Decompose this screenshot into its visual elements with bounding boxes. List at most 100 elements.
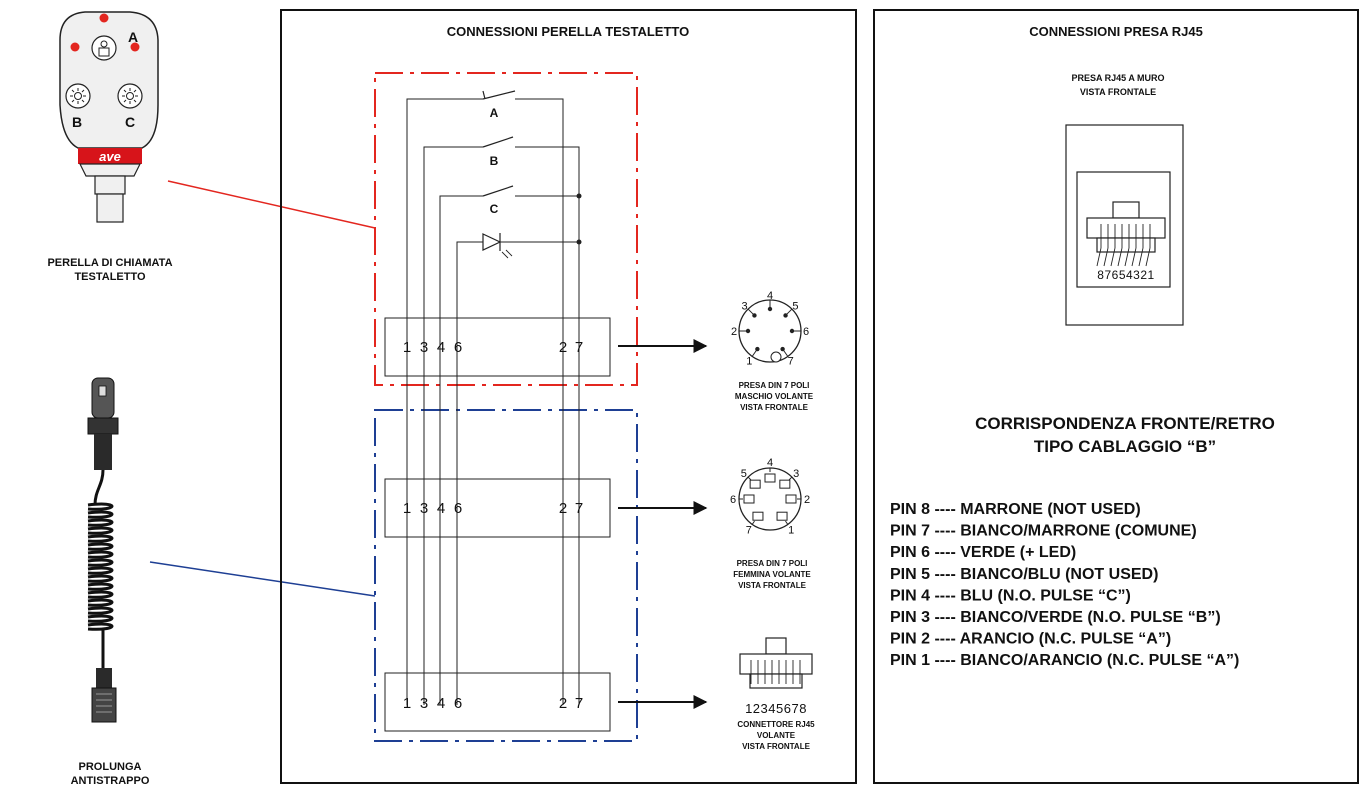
din-socket-icon: 1234567 xyxy=(730,457,810,536)
button-c-label: C xyxy=(125,114,135,130)
terminal-number: 7 xyxy=(575,695,583,712)
din-socket-hole xyxy=(785,494,797,504)
pin-row: PIN 5 ---- BIANCO/BLU (NOT USED) xyxy=(890,566,1158,583)
terminal-number: 3 xyxy=(420,339,428,356)
switch-a xyxy=(482,90,516,100)
terminal-number: 3 xyxy=(420,695,428,712)
pushbutton-enclosure xyxy=(374,72,638,386)
pin-row: PIN 6 ---- VERDE (+ LED) xyxy=(890,544,1076,561)
wires xyxy=(406,98,580,705)
terminal-number: 6 xyxy=(454,695,462,712)
switch-b xyxy=(482,136,514,148)
coiled-extension-cable xyxy=(87,377,119,723)
terminal-number: 4 xyxy=(437,500,445,517)
middle-panel-title: CONNESSIONI PERELLA TESTALETTO xyxy=(447,24,689,39)
din-female-caption: PRESA DIN 7 POLI xyxy=(737,559,808,568)
bed-light-icon xyxy=(98,40,110,57)
din-socket-hole xyxy=(776,511,788,521)
switch-c-label: C xyxy=(490,202,499,216)
pin-row: PIN 8 ---- MARRONE (NOT USED) xyxy=(890,501,1141,518)
led-diode-icon xyxy=(482,233,513,259)
pin-row: PIN 3 ---- BIANCO/VERDE (N.O. PULSE “B”) xyxy=(890,609,1221,626)
switch-a-label: A xyxy=(490,106,499,120)
din-pin-number: 6 xyxy=(803,326,809,338)
terminal-block-male xyxy=(384,317,611,377)
terminal-number: 4 xyxy=(437,339,445,356)
right-panel-title: CONNESSIONI PRESA RJ45 xyxy=(1029,24,1203,39)
din-socket-hole xyxy=(752,511,764,521)
pushbutton-caption: TESTALETTO xyxy=(74,271,146,283)
din-pin-number: 7 xyxy=(746,524,752,536)
din-socket-hole xyxy=(749,479,761,489)
button-b-label: B xyxy=(72,114,82,130)
cable-enclosure xyxy=(374,409,638,742)
din-male-caption: PRESA DIN 7 POLI xyxy=(739,381,810,390)
pushbutton-caption: PERELLA DI CHIAMATA xyxy=(47,257,172,269)
terminal-number: 1 xyxy=(403,500,411,517)
din-pin-number: 4 xyxy=(767,290,773,302)
din-pin-number: 3 xyxy=(741,301,747,313)
terminal-number: 2 xyxy=(559,339,567,356)
rj45-plug-pins: 12345678 xyxy=(745,701,807,716)
indicator-dot xyxy=(70,42,80,52)
din-pin-number: 2 xyxy=(804,494,810,506)
terminal-number: 3 xyxy=(420,500,428,517)
sun-icon xyxy=(122,88,138,104)
din-socket-hole xyxy=(743,494,755,504)
socket-caption: PRESA RJ45 A MURO xyxy=(1071,73,1164,83)
brand-band xyxy=(78,148,142,164)
socket-caption: VISTA FRONTALE xyxy=(1080,87,1156,97)
din-pin-number: 1 xyxy=(788,524,794,536)
blue-leader-line xyxy=(149,561,376,597)
indicator-dot xyxy=(99,13,109,23)
sun-icon xyxy=(70,88,86,104)
pin-row: PIN 4 ---- BLU (N.O. PULSE “C”) xyxy=(890,587,1131,604)
pin-row: PIN 7 ---- BIANCO/MARRONE (COMUNE) xyxy=(890,523,1197,540)
terminal-number: 2 xyxy=(559,500,567,517)
rj45-plug-caption: CONNETTORE RJ45 xyxy=(737,720,815,729)
socket-pins: 87654321 xyxy=(1097,268,1154,282)
correspondence-title: CORRISPONDENZA FRONTE/RETRO xyxy=(975,414,1275,433)
din-pin-number: 1 xyxy=(746,355,752,367)
pin-row: PIN 2 ---- ARANCIO (N.C. PULSE “A”) xyxy=(890,631,1171,648)
red-leader-line xyxy=(167,180,376,229)
button-b[interactable] xyxy=(65,83,91,109)
din-pin-number: 2 xyxy=(731,326,737,338)
middle-panel xyxy=(280,9,857,784)
cable-caption: PROLUNGA xyxy=(79,761,142,773)
terminal-number: 6 xyxy=(454,500,462,517)
terminal-block-female xyxy=(384,478,611,538)
brand-logo: ave xyxy=(99,149,121,164)
switch-c xyxy=(482,185,514,197)
button-c[interactable] xyxy=(117,83,143,109)
button-a-label: A xyxy=(128,29,138,45)
din-male-caption: MASCHIO VOLANTE xyxy=(735,392,814,401)
din-female-caption: VISTA FRONTALE xyxy=(738,581,807,590)
din-plug-icon: 1234567 xyxy=(731,290,809,367)
correspondence-title: TIPO CABLAGGIO “B” xyxy=(1034,437,1216,456)
din-pin-number: 5 xyxy=(792,301,798,313)
din-female-caption: FEMMINA VOLANTE xyxy=(733,570,811,579)
din-pin-number: 6 xyxy=(730,494,736,506)
din-pin-number: 5 xyxy=(741,468,747,480)
pushbutton-device: A B C ave xyxy=(59,11,159,223)
terminal-number: 1 xyxy=(403,339,411,356)
din-pin-number: 3 xyxy=(793,468,799,480)
pin-list: PIN 8 ---- MARRONE (NOT USED) PIN 7 ---- … xyxy=(890,501,1239,669)
rj45-plug-caption: VOLANTE xyxy=(757,731,796,740)
terminal-number: 6 xyxy=(454,339,462,356)
terminal-number: 2 xyxy=(559,695,567,712)
din-socket-hole xyxy=(779,479,791,489)
din-male-caption: VISTA FRONTALE xyxy=(740,403,809,412)
cable-caption: ANTISTRAPPO xyxy=(71,775,150,785)
terminal-number: 7 xyxy=(575,339,583,356)
indicator-dot xyxy=(130,42,140,52)
rj45-plug-caption: VISTA FRONTALE xyxy=(742,742,811,751)
terminal-block-rj45 xyxy=(384,672,611,732)
switch-b-label: B xyxy=(490,154,499,168)
din-socket-hole xyxy=(764,473,776,483)
pin-row: PIN 1 ---- BIANCO/ARANCIO (N.C. PULSE “A… xyxy=(890,652,1239,669)
terminal-number: 1 xyxy=(403,695,411,712)
terminal-number: 4 xyxy=(437,695,445,712)
